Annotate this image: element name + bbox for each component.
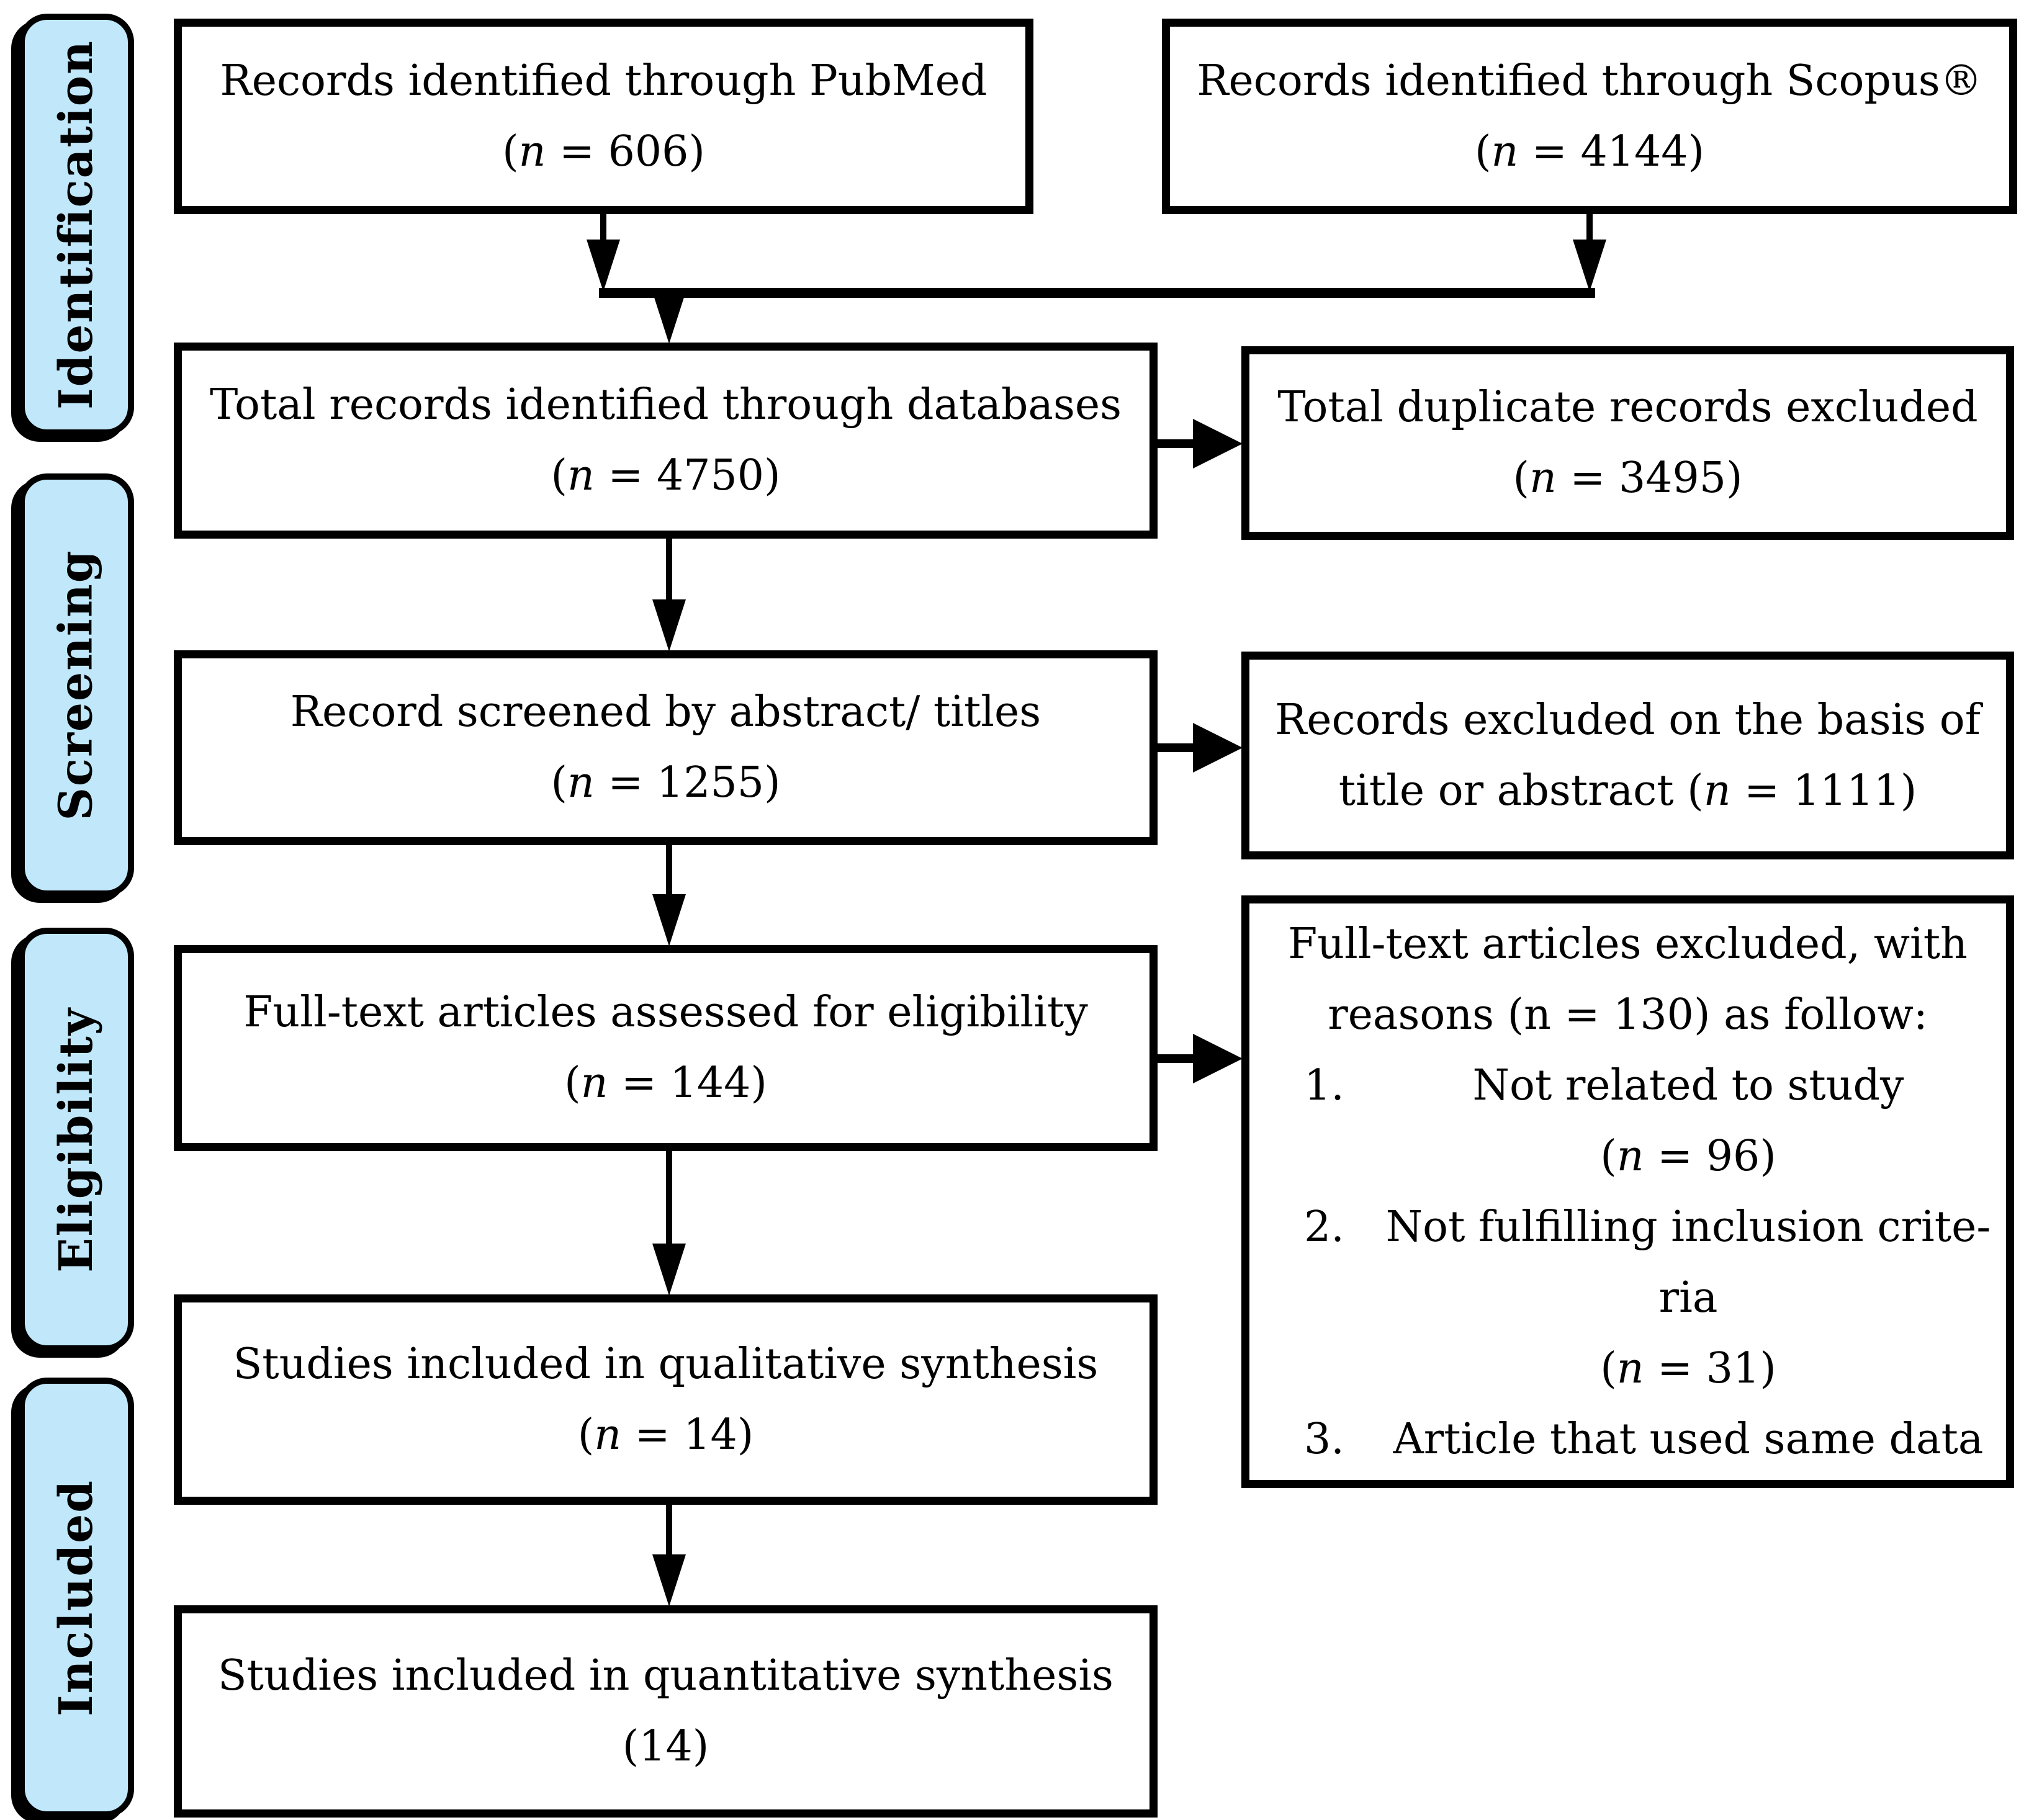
n-value: (14) bbox=[622, 1722, 709, 1771]
n-value: (n = 1255) bbox=[551, 758, 781, 807]
stage-label-text: Eligibility bbox=[50, 1006, 103, 1273]
merge-connector-line bbox=[599, 288, 1595, 298]
list-number: 2. bbox=[1304, 1202, 1344, 1252]
stage-label-included: Included bbox=[19, 1378, 134, 1818]
n-value: (n = 14) bbox=[577, 1410, 754, 1459]
exclusion-header-line1: Full-text articles excluded, with bbox=[1288, 919, 1968, 969]
arrow-head-eligibility-down bbox=[652, 894, 686, 946]
flow-box-pubmed: Records identified through PubMed (n = 6… bbox=[174, 19, 1033, 214]
stage-label-text: Included bbox=[50, 1479, 104, 1716]
side-box-duplicates-excluded: Total duplicate records excluded (n = 34… bbox=[1241, 346, 2014, 540]
arrow-head-merge-down bbox=[652, 292, 686, 344]
arrow-line-included-down bbox=[666, 1151, 672, 1253]
box-title: Record screened by abstract/ titles bbox=[290, 688, 1041, 737]
flow-box-fulltext-assessed: Full-text articles assessed for eligibil… bbox=[174, 945, 1158, 1151]
exclusion-item-1-n: (n = 96) bbox=[1600, 1131, 1776, 1181]
flow-box-scopus: Records identified through Scopus® (n = … bbox=[1162, 19, 2017, 214]
arrow-line-screening-down bbox=[666, 539, 672, 607]
list-text: Article that used same data bbox=[1393, 1414, 1984, 1464]
n-value: (n = 4750) bbox=[551, 451, 781, 500]
arrow-head-quantitative-down bbox=[652, 1554, 686, 1607]
box-title: Records identified through Scopus® bbox=[1197, 56, 1982, 105]
exclusion-item-1: 1. Not related to study bbox=[1249, 1051, 2006, 1121]
list-text: Not fulfilling inclusion crite- bbox=[1385, 1202, 1991, 1252]
exclusion-item-3: 3. Article that used same data bbox=[1249, 1404, 2006, 1475]
n-value: (n = 144) bbox=[564, 1059, 767, 1108]
list-number: 1. bbox=[1304, 1060, 1344, 1110]
box-title-line1: Records excluded on the basis of bbox=[1275, 695, 1981, 745]
flow-box-quantitative: Studies included in quantitative synthes… bbox=[174, 1605, 1158, 1818]
n-value: (n = 606) bbox=[502, 127, 705, 176]
stage-label-screening: Screening bbox=[19, 473, 134, 897]
box-title: Total records identified through databas… bbox=[209, 380, 1122, 429]
flow-box-total-records: Total records identified through databas… bbox=[174, 343, 1158, 539]
list-number: 3. bbox=[1304, 1414, 1344, 1464]
arrow-line-quantitative-down bbox=[666, 1505, 672, 1573]
arrow-head-pubmed-down bbox=[587, 240, 620, 292]
exclusion-item-2-continuation: ria bbox=[1658, 1273, 1718, 1322]
exclusion-item-2-n: (n = 31) bbox=[1600, 1343, 1776, 1393]
box-title: Total duplicate records excluded bbox=[1277, 383, 1978, 432]
list-text: Not related to study bbox=[1472, 1060, 1904, 1110]
stage-label-text: Screening bbox=[50, 549, 104, 821]
arrow-head-screening-down bbox=[652, 599, 686, 652]
arrow-head-fulltext-excluded bbox=[1193, 1034, 1243, 1083]
box-title: Studies included in quantitative synthes… bbox=[218, 1651, 1113, 1700]
arrow-line-eligibility-down bbox=[666, 845, 672, 904]
stage-label-text: Identification bbox=[50, 40, 103, 410]
box-title: Studies included in qualitative synthesi… bbox=[233, 1339, 1099, 1389]
box-title: Records identified through PubMed bbox=[220, 56, 988, 105]
arrow-head-included-down bbox=[652, 1244, 686, 1296]
exclusion-item-2: 2. Not fulfilling inclusion crite- bbox=[1249, 1192, 2006, 1263]
flow-box-screened: Record screened by abstract/ titles (n =… bbox=[174, 650, 1158, 845]
arrow-line-scopus-down bbox=[1586, 214, 1593, 251]
side-box-fulltext-excluded: Full-text articles excluded, with reason… bbox=[1241, 895, 2014, 1488]
arrow-head-duplicates bbox=[1193, 419, 1243, 468]
box-title-line2: title or abstract (n = 1111) bbox=[1338, 766, 1917, 815]
n-value: (n = 4144) bbox=[1474, 127, 1705, 176]
side-box-excluded-title-abstract: Records excluded on the basis of title o… bbox=[1241, 652, 2014, 859]
flow-box-qualitative: Studies included in qualitative synthesi… bbox=[174, 1294, 1158, 1505]
box-title: Full-text articles assessed for eligibil… bbox=[243, 988, 1088, 1037]
stage-label-eligibility: Eligibility bbox=[19, 928, 134, 1352]
n-value: (n = 3495) bbox=[1513, 454, 1743, 503]
arrow-head-scopus-down bbox=[1573, 240, 1606, 292]
exclusion-header-line2: reasons (n = 130) as follow: bbox=[1328, 990, 1928, 1039]
arrow-line-pubmed-down bbox=[600, 214, 606, 251]
arrow-head-excluded-title bbox=[1193, 723, 1243, 773]
stage-label-identification: Identification bbox=[19, 14, 134, 436]
